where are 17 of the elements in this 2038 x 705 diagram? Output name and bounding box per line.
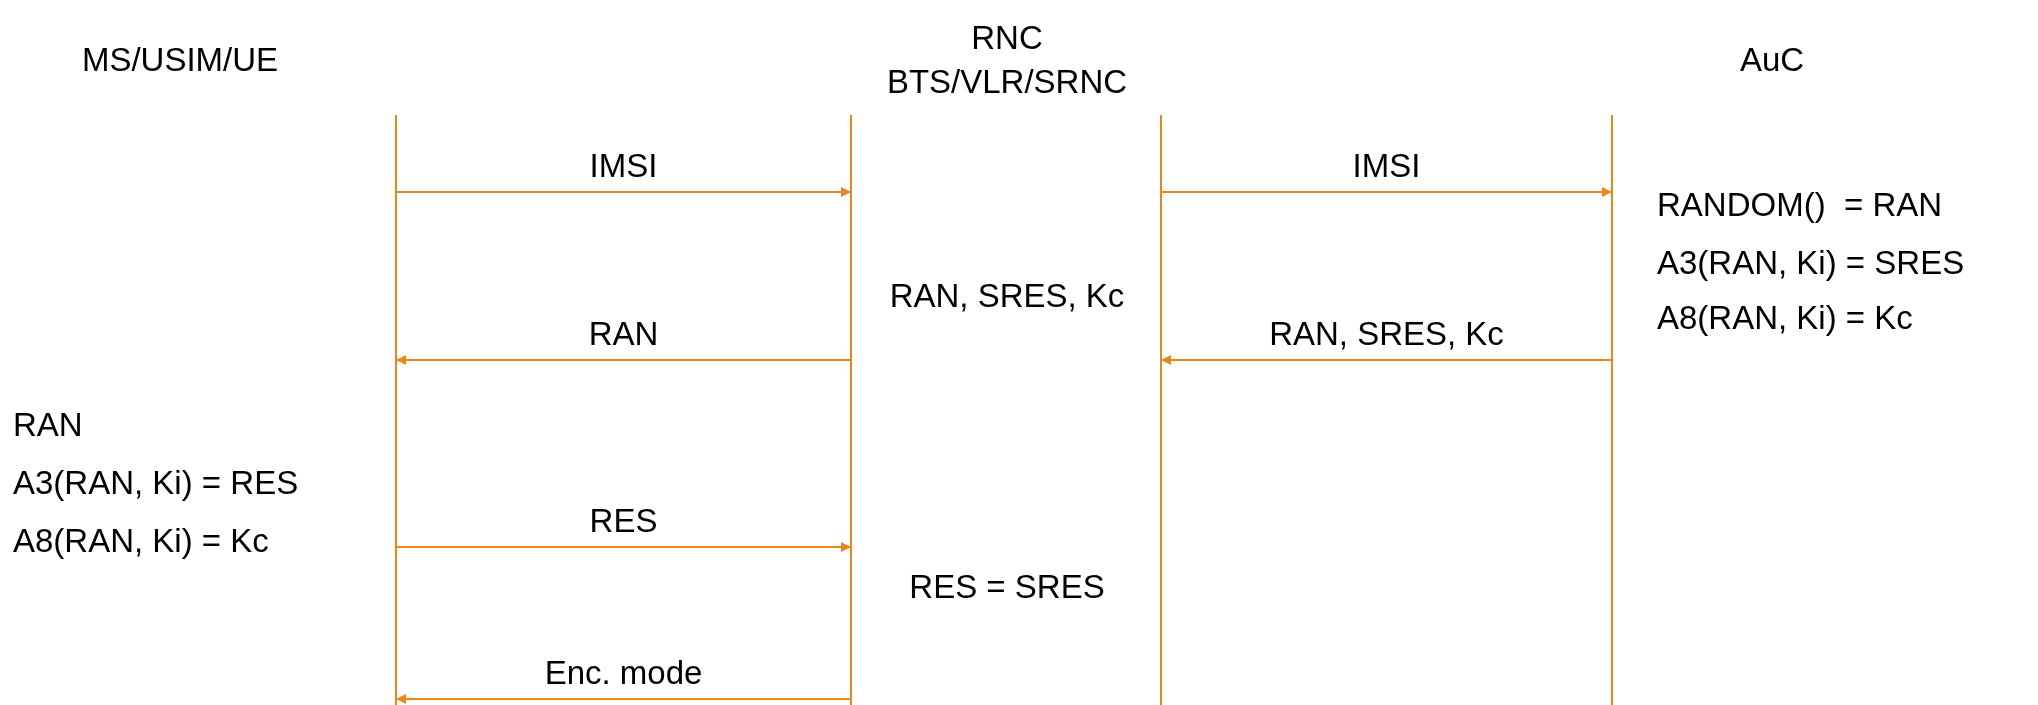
message-arrow	[1160, 355, 1613, 365]
message-arrow	[395, 355, 852, 365]
computation-note: A3(RAN, Ki) = RES	[13, 463, 299, 503]
participant-name: MS/USIM/UE	[80, 40, 280, 80]
computation-note: A3(RAN, Ki) = SRES	[1657, 243, 1965, 283]
participant-name: RNC BTS/VLR/SRNC	[885, 18, 1129, 102]
participant-name: AuC	[1738, 40, 1806, 80]
computation-note: A8(RAN, Ki) = Kc	[1657, 298, 1913, 338]
message-arrow	[1160, 187, 1613, 197]
message-arrow	[395, 542, 852, 552]
computation-note: A8(RAN, Ki) = Kc	[13, 521, 269, 561]
computation-note: RANDOM() = RAN	[1657, 185, 1943, 225]
computation-note: RES = SRES	[908, 567, 1106, 607]
message-arrow	[395, 694, 852, 704]
message-arrow	[395, 187, 852, 197]
computation-note: RAN	[13, 405, 83, 445]
computation-note: RAN, SRES, Kc	[888, 276, 1126, 316]
